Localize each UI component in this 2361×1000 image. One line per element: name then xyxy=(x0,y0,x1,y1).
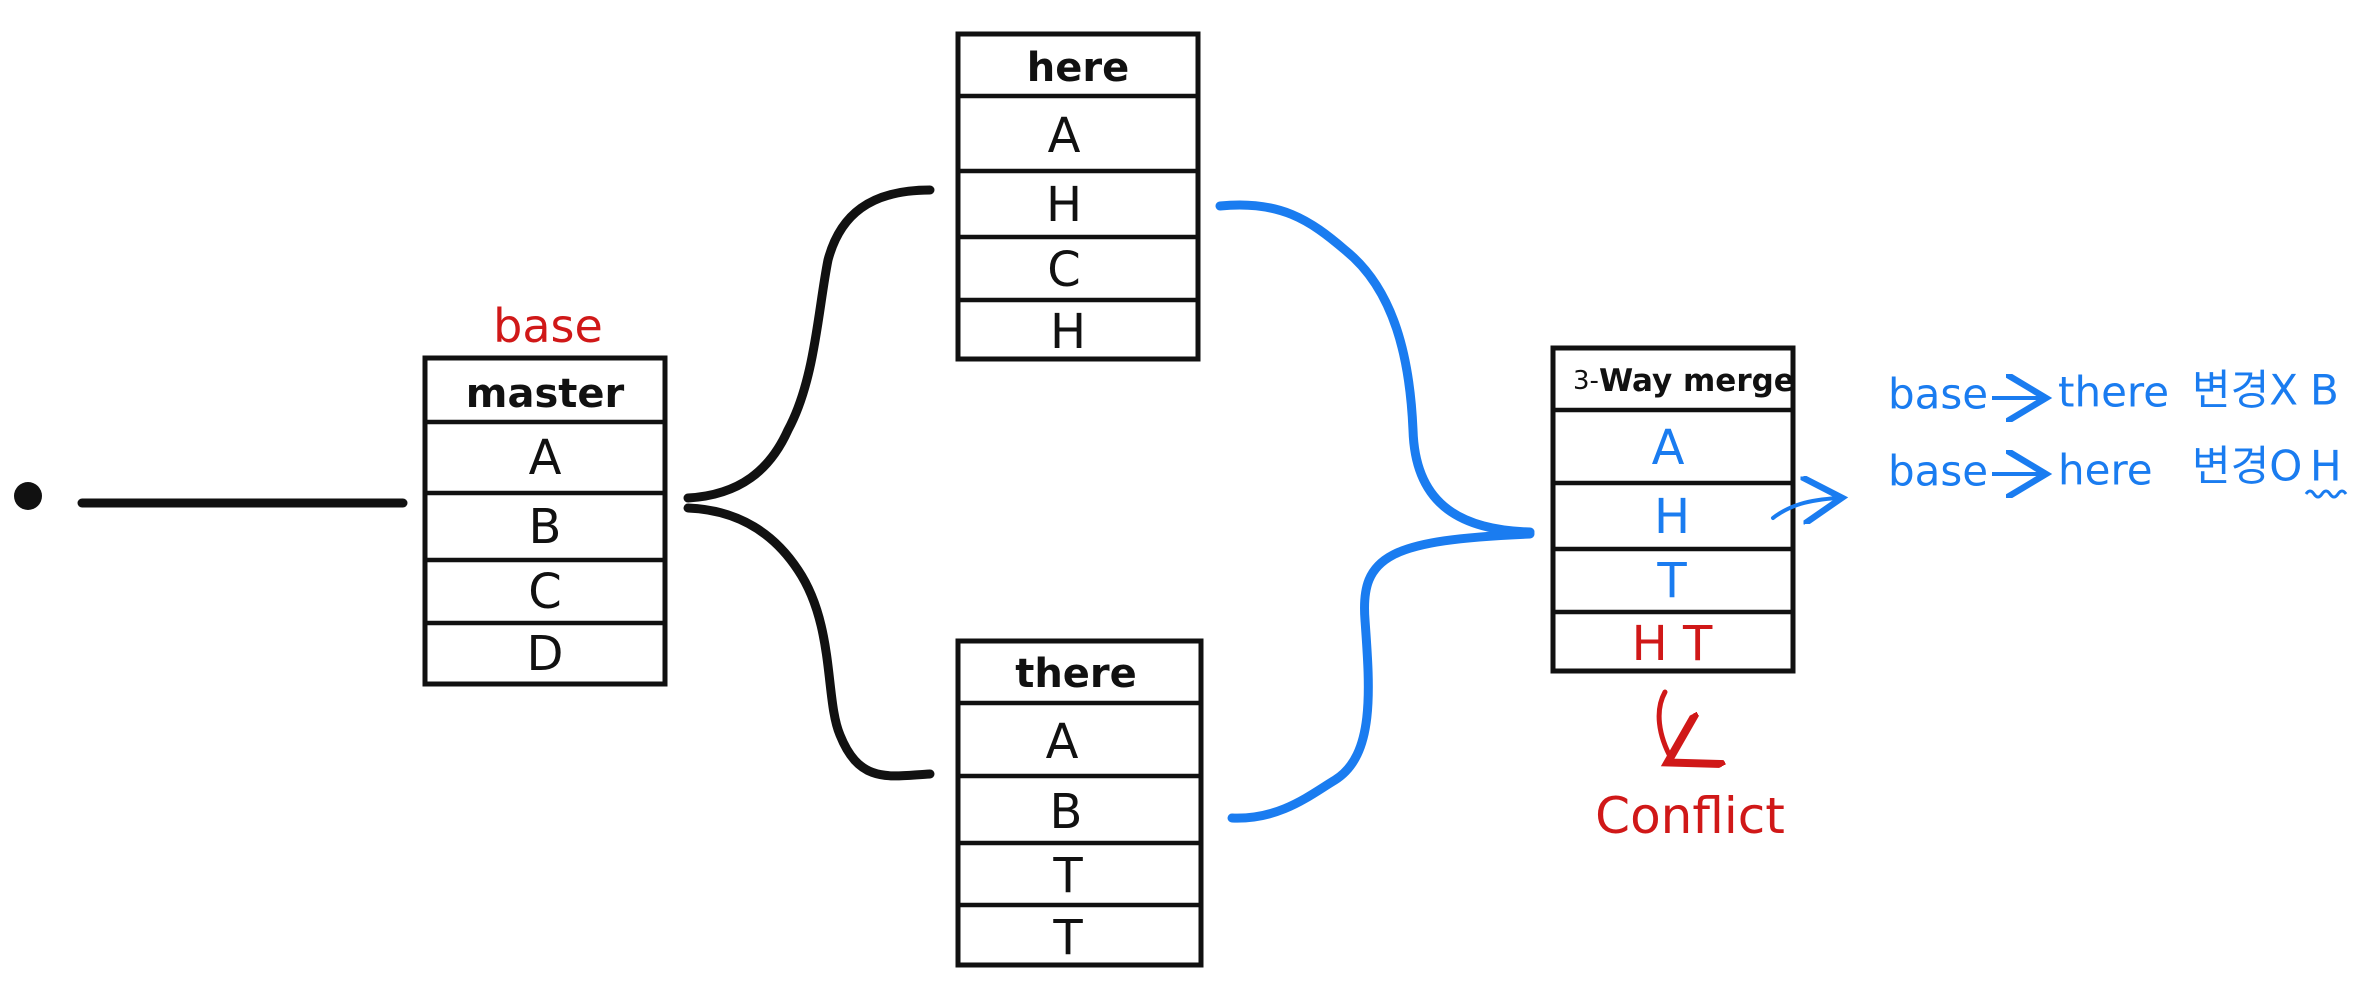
branch-line-to-here xyxy=(683,185,935,503)
merge-row-2: H xyxy=(1654,489,1690,545)
here-row-2: H xyxy=(1046,177,1082,233)
here-row-4: H xyxy=(1050,304,1086,360)
merge-table: 3-Way merge A H T H T xyxy=(1550,345,1796,674)
merge-row-3: T xyxy=(1656,553,1687,609)
there-row-4: T xyxy=(1052,910,1083,966)
master-row-3: C xyxy=(528,564,562,620)
there-table-header: there xyxy=(1015,651,1137,697)
here-table: here A H C H xyxy=(955,31,1201,362)
merge-header-label: Way merge xyxy=(1599,363,1795,399)
note-line-2: base here 변경O H xyxy=(1888,442,2348,499)
master-table-header: master xyxy=(466,371,625,417)
note2-from: base xyxy=(1888,447,1988,496)
there-table: there A B T T xyxy=(955,638,1204,968)
note-line-1: base there 변경X B xyxy=(1888,366,2339,419)
merge-line-from-there xyxy=(1227,529,1535,823)
note1-korean: 변경X xyxy=(2192,366,2298,415)
note1-value: B xyxy=(2310,366,2339,415)
conflict-arrow xyxy=(1656,689,1672,760)
note2-to: here xyxy=(2058,446,2153,495)
annotation-arrow xyxy=(1771,498,1838,518)
merge-table-header: 3-Way merge xyxy=(1573,363,1795,399)
there-row-2: B xyxy=(1050,784,1083,840)
master-table: master A B C D xyxy=(422,355,668,687)
there-row-1: A xyxy=(1046,714,1079,770)
here-row-3: C xyxy=(1047,242,1081,298)
there-row-3: T xyxy=(1052,848,1083,904)
note1-to: there xyxy=(2058,368,2169,417)
base-label: base xyxy=(493,299,603,353)
note2-squiggle-underline xyxy=(2304,489,2348,499)
conflict-label: Conflict xyxy=(1595,787,1785,845)
merge-line-from-here xyxy=(1215,200,1535,537)
here-table-header: here xyxy=(1027,45,1129,91)
branch-line-to-there xyxy=(683,503,935,781)
note1-from: base xyxy=(1888,370,1988,419)
here-row-1: A xyxy=(1048,108,1081,164)
note2-value: H xyxy=(2310,442,2342,491)
merge-header-prefix: 3- xyxy=(1573,366,1599,396)
master-row-1: A xyxy=(529,430,562,486)
master-row-2: B xyxy=(529,499,562,555)
merge-row-4-conflict: H T xyxy=(1632,616,1713,672)
history-start-dot xyxy=(14,482,42,510)
merge-row-1: A xyxy=(1652,420,1685,476)
master-row-4: D xyxy=(527,626,564,682)
note2-korean: 변경O xyxy=(2192,442,2302,491)
